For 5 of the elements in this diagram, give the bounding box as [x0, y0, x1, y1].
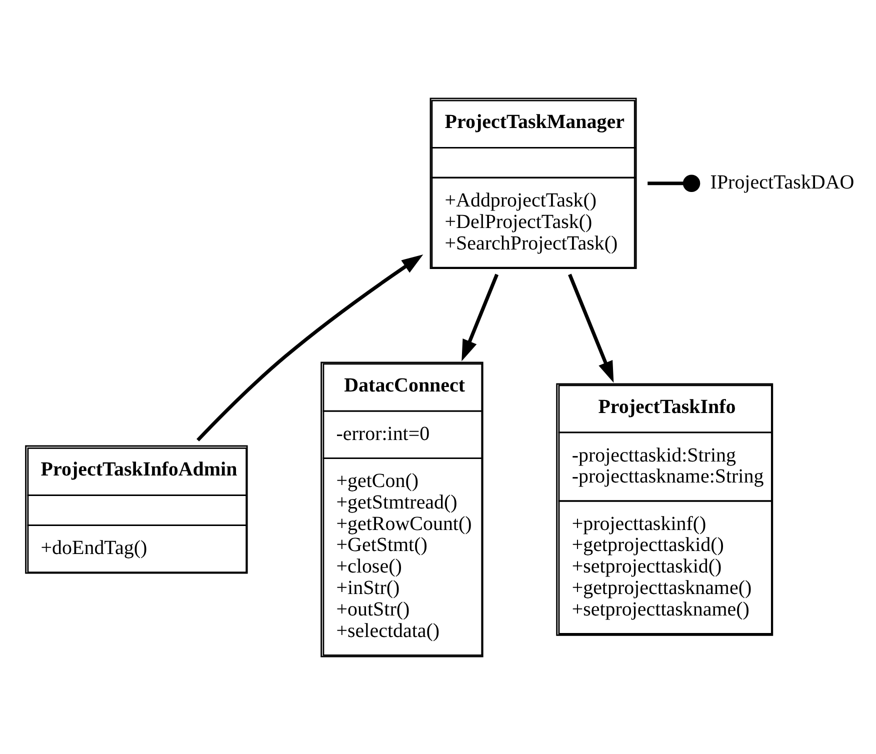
- node-text: IProjectTaskDAO: [710, 171, 854, 194]
- connector: [648, 174, 700, 192]
- arrow: [196, 254, 424, 441]
- arrow: [462, 273, 499, 361]
- arrow: [568, 273, 614, 382]
